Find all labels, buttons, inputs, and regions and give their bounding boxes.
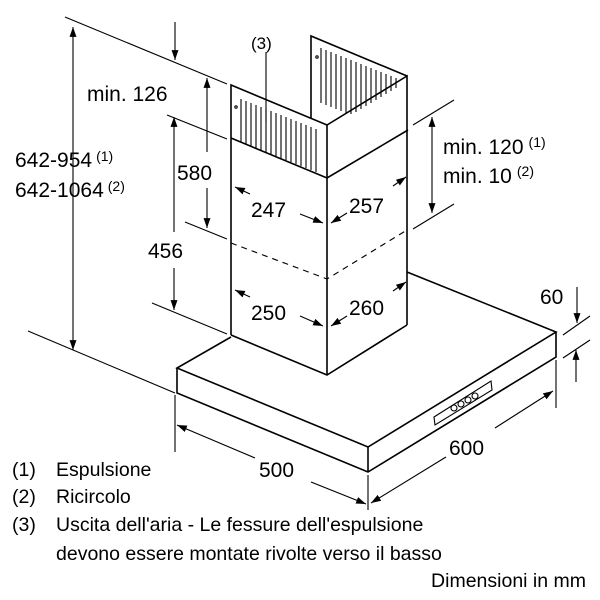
lower-chimney-height-label: 456 bbox=[148, 240, 183, 263]
upper-depth-label: 257 bbox=[349, 195, 384, 218]
legend-item: devono essere montate rivolte verso il b… bbox=[56, 543, 442, 565]
canopy-height-label: 60 bbox=[540, 286, 563, 309]
canopy-width-label: 600 bbox=[449, 437, 484, 460]
min-10-label: min. 10(2) bbox=[443, 163, 534, 188]
canopy-depth-label: 500 bbox=[259, 459, 294, 482]
legend: (1)Espulsione (2)Ricircolo (3)Uscita del… bbox=[12, 459, 586, 592]
units-note: Dimensioni in mm bbox=[431, 570, 586, 592]
legend-item: (1)Espulsione bbox=[12, 459, 151, 481]
lower-width-label: 250 bbox=[251, 302, 286, 325]
callout-3-label: (3) bbox=[251, 34, 272, 53]
louvres-back bbox=[320, 48, 397, 114]
chimney bbox=[230, 34, 409, 376]
canopy bbox=[175, 271, 558, 473]
dimension-labels: (3) min. 126 642-954(1) 642-1064(2) 580 … bbox=[15, 34, 563, 482]
upper-chimney-height-label: 580 bbox=[177, 162, 212, 185]
legend-item: (3)Uscita dell'aria - Le fessure dell'es… bbox=[12, 514, 423, 536]
total-height-recirc-label: 642-1064(2) bbox=[15, 178, 125, 202]
louvres-front bbox=[240, 99, 317, 172]
total-height-exhaust-label: 642-954(1) bbox=[15, 148, 113, 172]
dimension-arrows bbox=[69, 22, 581, 505]
lower-depth-label: 260 bbox=[349, 297, 384, 320]
upper-width-label: 247 bbox=[251, 199, 286, 222]
min-126-label: min. 126 bbox=[87, 83, 168, 106]
control-panel bbox=[433, 380, 493, 426]
legend-item: (2)Ricircolo bbox=[12, 486, 131, 508]
min-120-label: min. 120(1) bbox=[443, 134, 546, 159]
